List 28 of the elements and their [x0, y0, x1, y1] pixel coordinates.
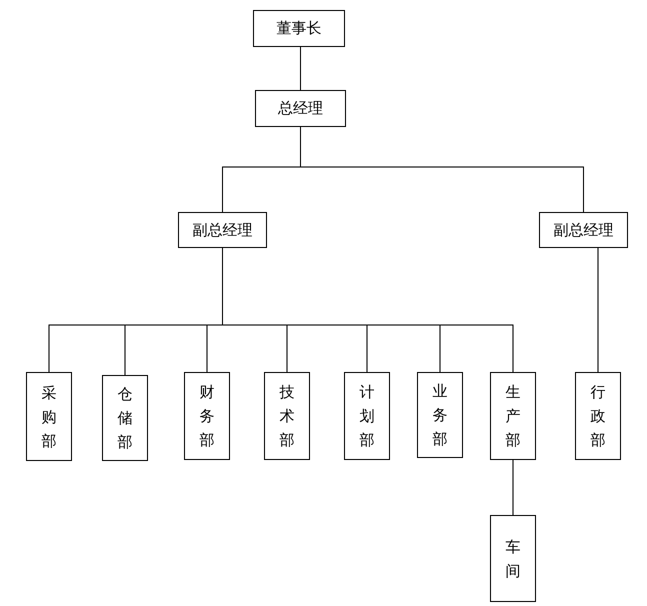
box-label: 董事长	[276, 19, 322, 38]
box-label: 财务部	[200, 382, 214, 451]
position-box	[255, 90, 346, 127]
box-label: 技术部	[280, 382, 294, 451]
box-label: 车间	[506, 536, 520, 582]
box-label: 副总经理	[554, 220, 614, 240]
department-box	[490, 372, 536, 460]
connector-line	[300, 46, 301, 90]
box-label: 采购部	[42, 382, 56, 452]
box-label: 业务部	[432, 381, 448, 450]
department-box	[575, 372, 621, 460]
department-box	[26, 372, 72, 461]
department-box	[344, 372, 390, 460]
box-label: 行政部	[590, 382, 606, 451]
position-box	[539, 212, 628, 248]
department-box	[184, 372, 230, 460]
box-label: 仓储部	[118, 384, 132, 453]
department-box	[490, 515, 536, 602]
department-box	[264, 372, 310, 460]
box-label: 副总经理	[192, 220, 252, 240]
box-label: 计划部	[360, 382, 374, 451]
box-label: 总经理	[278, 99, 323, 118]
connector-line	[512, 460, 514, 516]
department-box	[417, 372, 463, 458]
position-box	[178, 212, 267, 248]
box-label: 生产部	[506, 382, 520, 451]
position-box	[253, 10, 345, 47]
department-box	[102, 375, 148, 461]
